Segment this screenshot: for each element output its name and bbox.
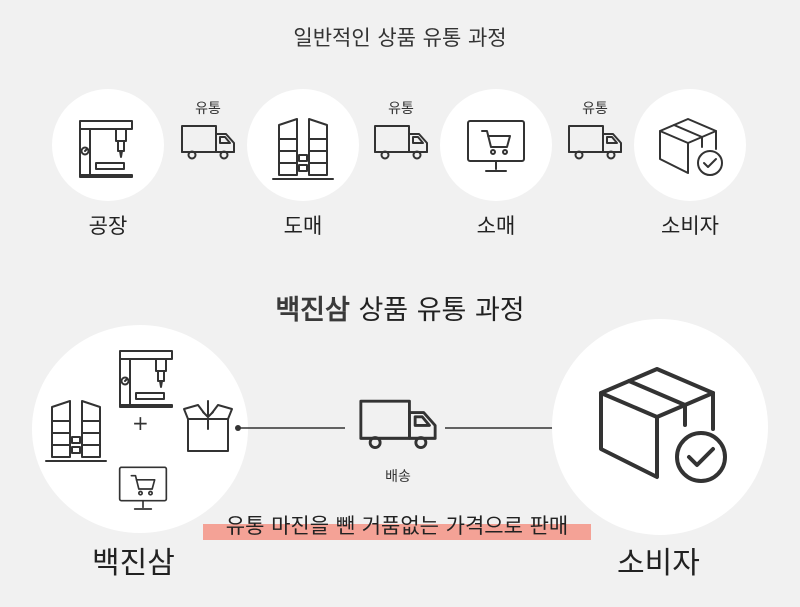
stage-label-wholesale: 도매 xyxy=(283,214,323,238)
delivery-truck-icon xyxy=(359,399,437,450)
mid-title: 백진삼 상품 유통 과정 xyxy=(0,288,800,327)
stage-label-retail: 소매 xyxy=(476,214,516,238)
stage-consumer-circle xyxy=(634,89,746,201)
stage-label-factory: 공장 xyxy=(88,214,128,238)
transit-label: 유통 xyxy=(195,101,221,117)
transit-label: 유통 xyxy=(582,101,608,117)
stage-wholesale-circle xyxy=(247,89,359,201)
truck-icon xyxy=(568,125,622,160)
highlight-text: 유통 마진을 뺀 거품없는 가격으로 판매 xyxy=(225,514,569,538)
price-highlight: 유통 마진을 뺀 거품없는 가격으로 판매 xyxy=(203,510,591,542)
stage-label-consumer: 소비자 xyxy=(661,214,719,238)
mid-title-brand: 백진삼 xyxy=(275,295,350,326)
factory-icon xyxy=(79,120,133,178)
highlight-bar xyxy=(203,524,591,540)
stage-retail-circle xyxy=(440,89,552,201)
truck-icon xyxy=(374,125,428,160)
delivery-connector xyxy=(235,425,561,431)
stage-factory-circle xyxy=(52,89,164,201)
box-check-icon xyxy=(659,118,723,176)
top-title: 일반적인 상품 유통 과정 xyxy=(293,26,507,50)
plus-sign: + xyxy=(132,411,149,435)
delivery-label: 배송 xyxy=(385,469,411,485)
mid-title-rest: 상품 유통 과정 xyxy=(349,295,525,326)
factory-icon xyxy=(119,350,173,408)
box-check-icon xyxy=(599,367,727,483)
direct-circle: + xyxy=(32,325,248,533)
consumer-circle xyxy=(552,319,768,535)
consumer-label: 소비자 xyxy=(617,546,700,581)
warehouse-shelves-icon xyxy=(272,118,334,180)
transit-label: 유통 xyxy=(388,101,414,117)
monitor-cart-icon xyxy=(467,120,525,172)
truck-icon xyxy=(181,125,235,160)
direct-label: 백진삼 xyxy=(92,546,175,581)
monitor-cart-icon xyxy=(118,466,168,510)
